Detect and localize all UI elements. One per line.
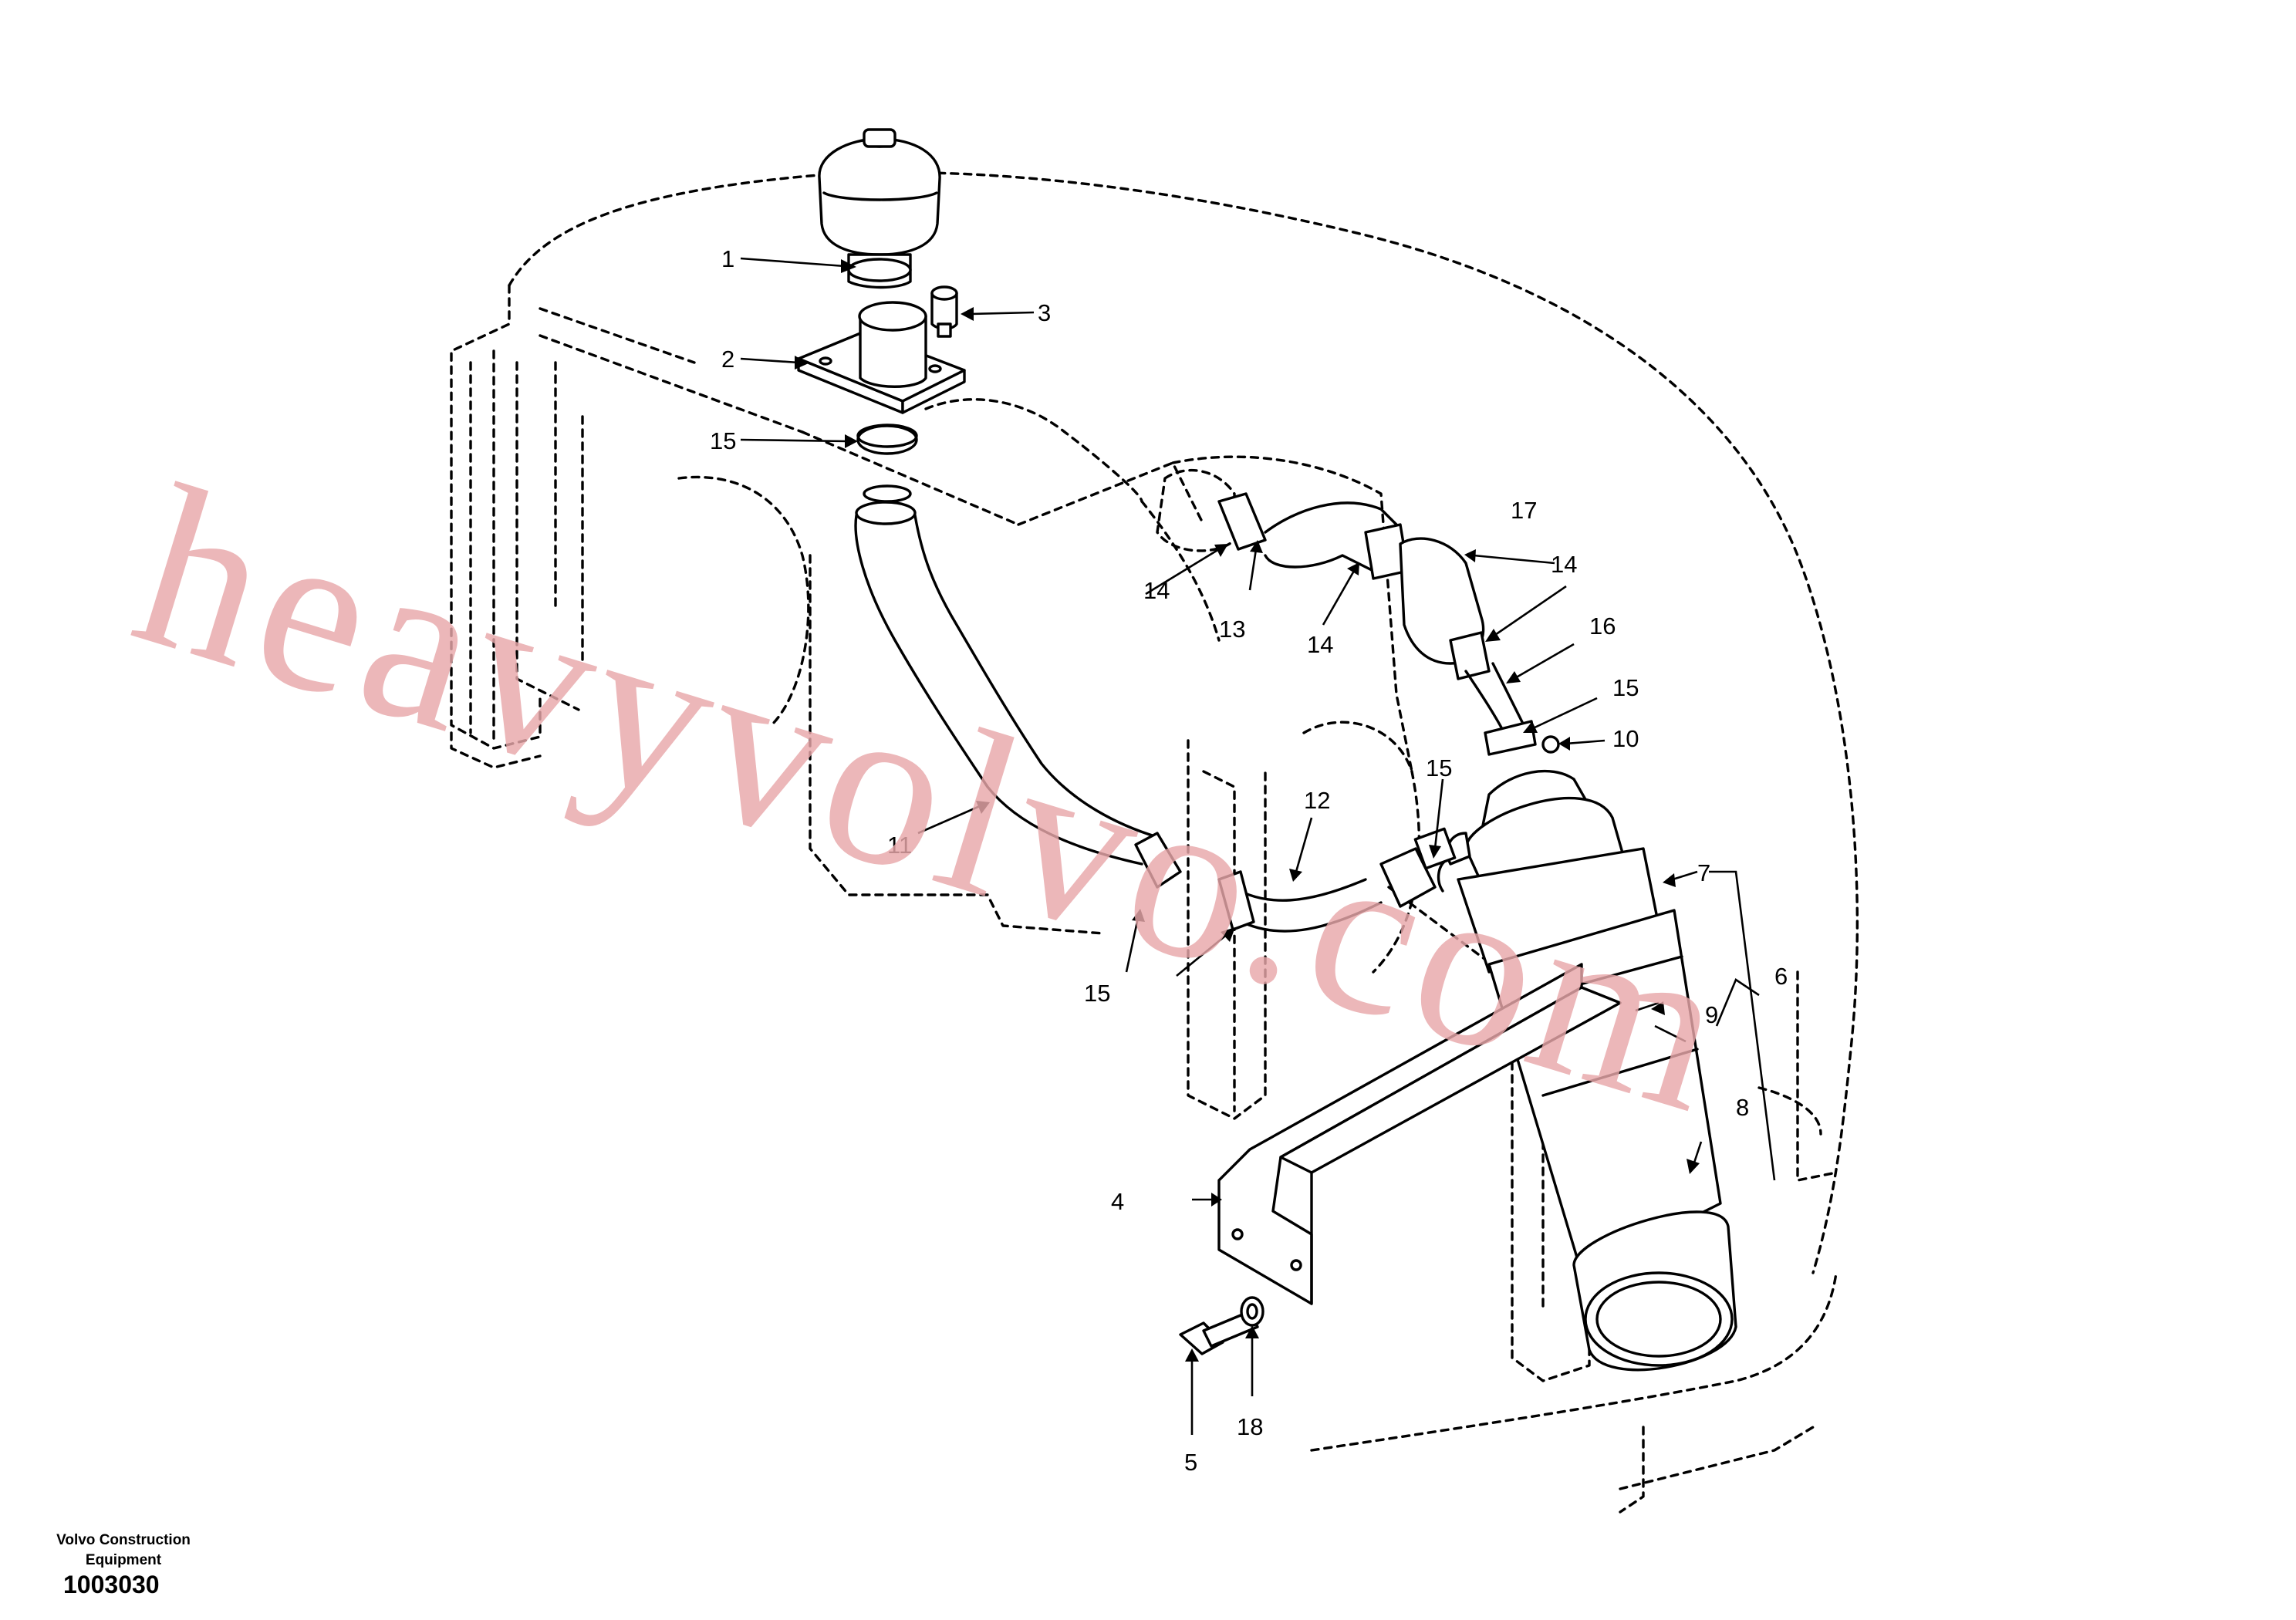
label-part-12: 12 xyxy=(1304,787,1330,814)
label-part-11: 11 xyxy=(887,832,912,859)
upper-hose-assembly-part xyxy=(1156,468,1560,756)
label-part-7: 7 xyxy=(1697,859,1710,886)
figure-code: 1003030 xyxy=(63,1571,160,1598)
label-part-2: 2 xyxy=(721,346,734,373)
part-number-labels: 1 3 2 15 14 13 14 17 14 16 15 10 15 12 1… xyxy=(710,245,1788,1476)
washer-part xyxy=(1240,1296,1264,1327)
leader-lines xyxy=(740,257,1776,1435)
mounting-bracket-part xyxy=(1217,963,1622,1305)
label-part-13: 13 xyxy=(1219,616,1245,643)
label-part-3: 3 xyxy=(1038,299,1051,326)
label-part-18: 18 xyxy=(1237,1413,1263,1440)
company-name: Volvo Construction Equipment xyxy=(56,1532,191,1568)
label-part-15a: 15 xyxy=(710,427,736,454)
label-part-8: 8 xyxy=(1736,1094,1749,1121)
label-part-14c: 14 xyxy=(1551,551,1577,578)
hose-11-part xyxy=(854,501,1182,889)
label-part-17: 17 xyxy=(1511,497,1537,524)
label-part-14a: 14 xyxy=(1143,577,1170,604)
air-filter-assembly-part xyxy=(1413,769,1737,1372)
label-part-5: 5 xyxy=(1184,1449,1197,1476)
filler-flange-part xyxy=(797,301,966,414)
label-part-15c: 15 xyxy=(1426,754,1452,781)
label-part-10: 10 xyxy=(1612,725,1639,752)
flange-bolt-part xyxy=(930,285,958,338)
label-part-15d: 15 xyxy=(1084,980,1110,1007)
breather-cap-part xyxy=(818,128,941,289)
hose-12-part xyxy=(1217,847,1437,933)
label-part-9: 9 xyxy=(1705,1001,1718,1028)
label-part-16: 16 xyxy=(1589,613,1616,640)
hose-clamp-top-part xyxy=(856,424,918,503)
label-part-15b: 15 xyxy=(1612,674,1639,701)
label-part-4: 4 xyxy=(1111,1188,1124,1215)
label-part-6: 6 xyxy=(1774,963,1788,990)
label-part-14b: 14 xyxy=(1307,631,1333,658)
label-part-1: 1 xyxy=(721,245,734,272)
